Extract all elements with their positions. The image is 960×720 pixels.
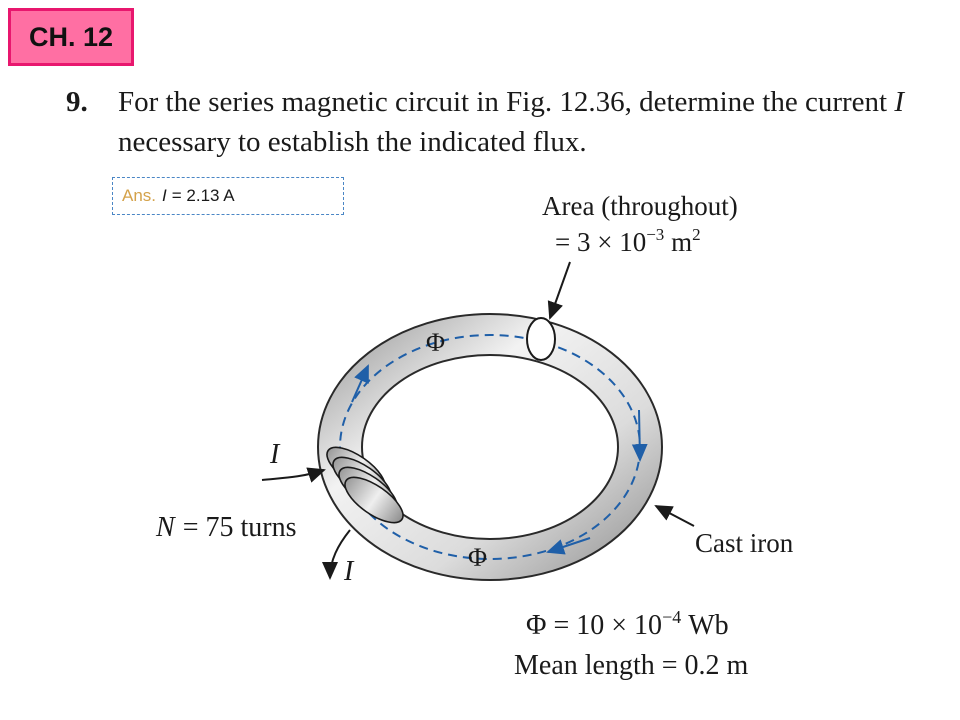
toroid-core	[317, 313, 663, 581]
flux-value-label: Φ = 10 × 10−4 Wb	[526, 607, 729, 641]
flux-arrow-bottom	[546, 537, 591, 555]
coil-winding	[326, 446, 404, 524]
problem-number: 9.	[66, 86, 88, 118]
answer-variable: I	[162, 186, 167, 205]
problem-text-part1: For the series magnetic circuit in Fig. …	[118, 86, 895, 118]
cross-section-area	[526, 317, 556, 361]
turns-label: N= 75 turns	[155, 512, 296, 543]
problem-text-part2: necessary to establish the indicated flu…	[118, 126, 587, 158]
area-label-exponent: −3	[646, 225, 664, 244]
flux-symbol-top: Φ	[426, 328, 445, 357]
answer-label: Ans.	[122, 186, 157, 205]
area-label-unit-exponent: 2	[692, 225, 701, 244]
flux-symbol-bottom: Φ	[468, 543, 487, 572]
material-pointer	[654, 505, 695, 527]
flux-arrow-right	[631, 409, 648, 462]
flux-arrow-left	[351, 364, 369, 403]
current-label-in: I	[269, 439, 281, 470]
flux-value-exponent: −4	[662, 607, 681, 627]
answer-value: = 2.13 A	[171, 186, 235, 205]
current-lead-out	[322, 529, 351, 580]
flux-value-prefix: Φ = 10 × 10	[526, 610, 662, 641]
mean-length-label: Mean length = 0.2 m	[514, 650, 749, 681]
turns-value: = 75 turns	[183, 512, 297, 543]
area-label-unit: m	[664, 227, 692, 257]
area-label-prefix: = 3 × 10	[555, 227, 646, 257]
flux-value-unit: Wb	[681, 610, 728, 641]
material-label: Cast iron	[695, 528, 794, 558]
current-label-out: I	[343, 556, 355, 587]
area-label-line2: = 3 × 10−3 m2	[555, 225, 701, 257]
turns-variable: N	[155, 512, 176, 543]
current-lead-in	[261, 467, 326, 483]
problem-text: For the series magnetic circuit in Fig. …	[118, 82, 918, 162]
answer-box: Ans. I = 2.13 A	[112, 177, 344, 215]
chapter-badge: CH. 12	[8, 8, 134, 66]
problem-text-variable: I	[894, 86, 905, 118]
area-pointer	[547, 261, 571, 320]
area-label-line1: Area (throughout)	[542, 191, 738, 221]
